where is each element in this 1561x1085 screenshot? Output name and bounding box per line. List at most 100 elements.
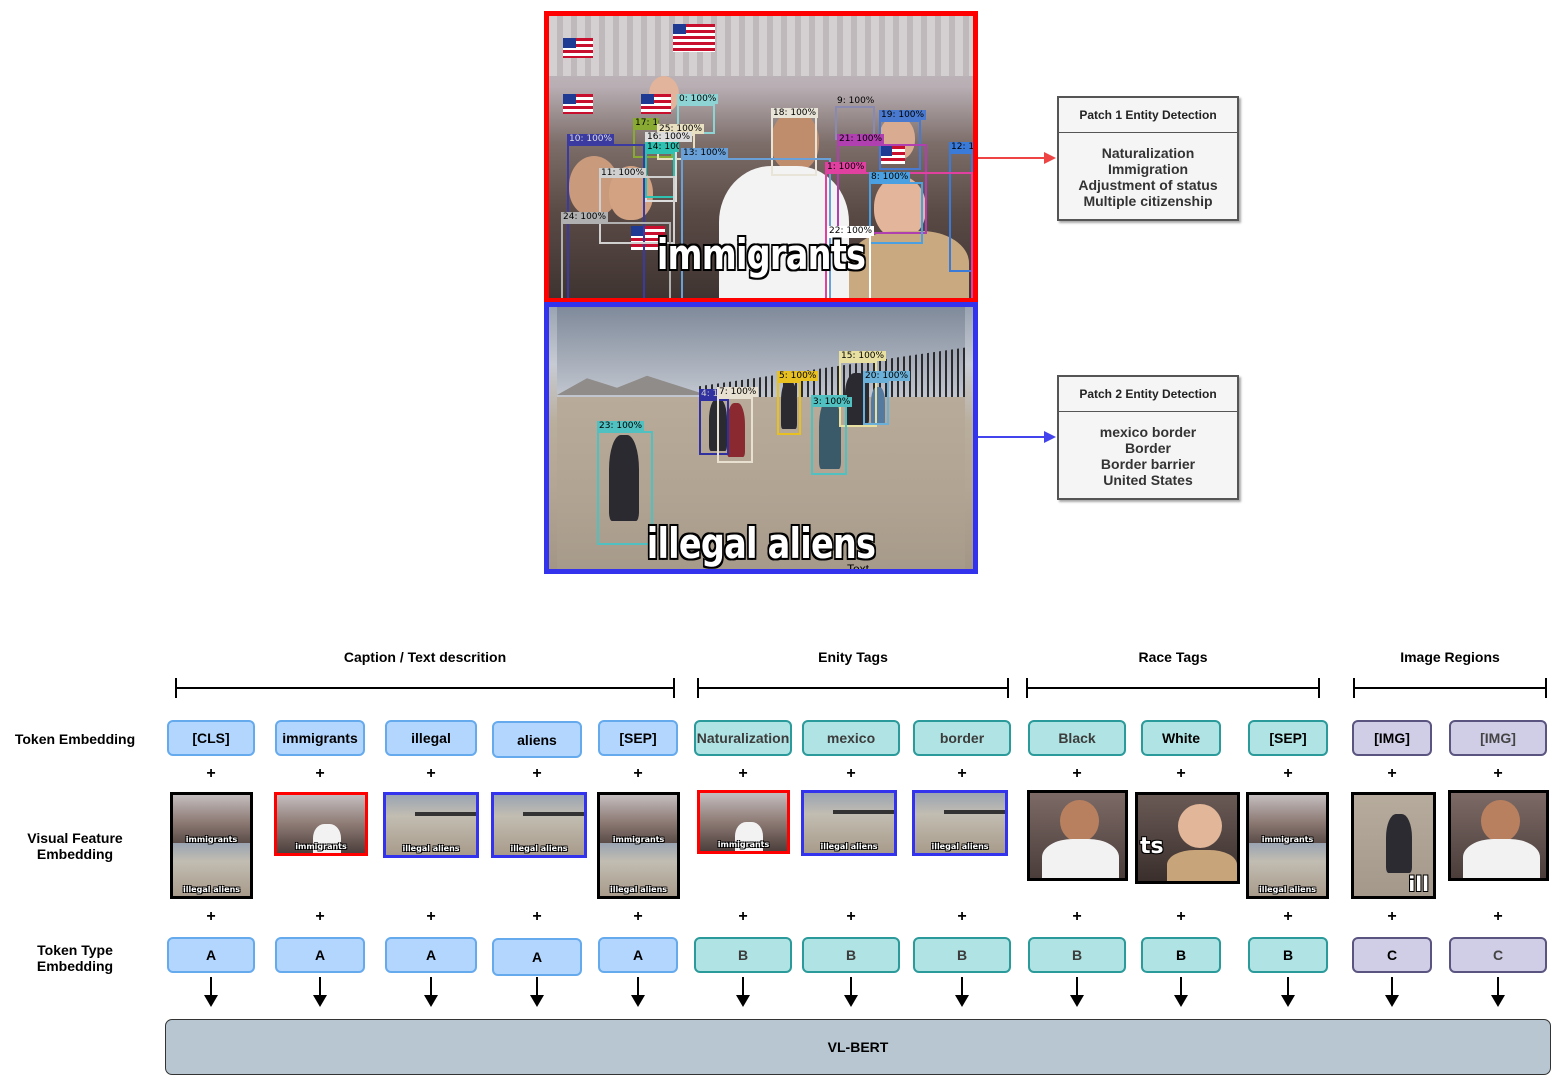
token-type-b: B xyxy=(694,937,792,973)
thumb-caption: immigrants xyxy=(295,842,347,851)
thumb-desert xyxy=(804,793,894,853)
thumb-shirt xyxy=(312,823,341,853)
us-flag-icon xyxy=(563,94,593,114)
token-type-b: B xyxy=(913,937,1011,973)
us-flag-icon xyxy=(631,226,665,250)
down-arrow-icon xyxy=(313,977,327,1007)
plus-sign: + xyxy=(957,765,967,782)
thumb-desert xyxy=(494,795,584,855)
visual-feature-thumbnail: immigrants xyxy=(697,790,790,854)
down-arrow-icon xyxy=(631,977,645,1007)
down-arrow-icon xyxy=(844,977,858,1007)
token-border: border xyxy=(913,720,1011,756)
crowd-face xyxy=(874,176,926,238)
detection-box xyxy=(869,182,923,244)
thumb-caption: ts xyxy=(1140,833,1164,859)
meme-patch-1: 0: 100% 9: 100% 18: 100% 19: 100% 17: 10… xyxy=(544,11,978,303)
detection-label: 1: 100% xyxy=(825,162,867,172)
token-type-a: A xyxy=(167,937,255,973)
detection-box xyxy=(597,431,653,545)
detection-box xyxy=(837,144,927,234)
token-illegal: illegal xyxy=(385,720,477,756)
token-type-a: A xyxy=(492,938,582,976)
thumb-desert xyxy=(386,795,476,855)
entity-item: Border barrier xyxy=(1100,456,1196,472)
thumb-fence xyxy=(832,809,894,814)
visual-feature-thumbnail: illegal aliens xyxy=(801,790,897,856)
token-type-a: A xyxy=(385,937,477,973)
token-sep: [SEP] xyxy=(598,720,678,756)
patch-arrows xyxy=(978,152,1056,443)
entity-item: Naturalization xyxy=(1101,145,1195,161)
meme-caption-immigrants: immigrants xyxy=(656,230,866,279)
plus-sign: + xyxy=(1176,908,1186,925)
token-type-c: C xyxy=(1352,937,1432,973)
us-flag-icon xyxy=(879,146,905,164)
migrant-figure xyxy=(819,399,841,469)
plus-sign: + xyxy=(206,765,216,782)
thumb-caption: illegal aliens xyxy=(402,844,460,853)
visual-feature-thumbnail: illegal aliens xyxy=(383,792,479,858)
plus-sign: + xyxy=(315,765,325,782)
entity-item: Adjustment of status xyxy=(1078,177,1218,193)
token-type-c: C xyxy=(1449,937,1547,973)
arrow-head-patch-1 xyxy=(1044,152,1056,164)
token-naturalization: Naturalization xyxy=(694,720,792,756)
detection-label: 16: 100% xyxy=(645,132,693,142)
entity-item: Multiple citizenship xyxy=(1083,193,1213,209)
down-arrow-icon xyxy=(1281,977,1295,1007)
thumb-face xyxy=(1481,800,1520,843)
detection-box xyxy=(699,399,729,455)
thumb-face xyxy=(1060,800,1099,843)
detection-label: 11: 100% xyxy=(599,168,647,178)
thumb-caption: immigrants xyxy=(185,834,238,844)
entity-item: mexico border xyxy=(1099,424,1197,440)
down-arrow-icon xyxy=(736,977,750,1007)
meme-patch-2: 15: 100% 20: 100% 5: 100% 4: 100% 7: 100… xyxy=(544,302,978,574)
section-bracket xyxy=(697,678,1009,698)
thumb-patch-1 xyxy=(173,795,250,849)
section-title-image-regions: Image Regions xyxy=(1400,649,1500,665)
crowd-face xyxy=(771,111,819,171)
thumb-caption: immigrants xyxy=(612,834,665,844)
down-arrow-icon xyxy=(1174,977,1188,1007)
plus-sign: + xyxy=(633,765,643,782)
thumb-patch-2 xyxy=(1249,842,1326,896)
plus-sign: + xyxy=(532,908,542,925)
thumb-caption: ill xyxy=(1408,872,1429,896)
token-mexico: mexico xyxy=(802,720,900,756)
down-arrow-icon xyxy=(530,977,544,1007)
detection-label: 5: 100% xyxy=(777,371,819,381)
section-title-race-tags: Race Tags xyxy=(1138,649,1208,665)
entity-list: mexico border Border Border barrier Unit… xyxy=(1059,412,1237,488)
plus-sign: + xyxy=(738,765,748,782)
detection-box xyxy=(827,236,871,298)
token-type-a: A xyxy=(275,937,365,973)
entity-item: Immigration xyxy=(1107,161,1189,177)
thumb-caption: illegal aliens xyxy=(931,842,989,851)
detection-label: 9: 100% xyxy=(837,96,875,106)
plus-sign: + xyxy=(1072,908,1082,925)
plus-sign: + xyxy=(1493,908,1503,925)
thumb-migrant xyxy=(1386,814,1412,874)
plus-sign: + xyxy=(532,765,542,782)
plus-sign: + xyxy=(1283,908,1293,925)
detection-label: 12: 100% xyxy=(949,142,975,152)
us-flag-icon xyxy=(641,94,671,114)
detection-box xyxy=(863,381,889,425)
down-arrow-icon xyxy=(204,977,218,1007)
section-title-caption: Caption / Text descrition xyxy=(343,649,507,665)
thumb-patch-2 xyxy=(600,842,677,896)
row-label-token-embedding: Token Embedding xyxy=(14,731,136,747)
detection-label: 23: 100% xyxy=(597,421,645,431)
detection-label: 19: 100% xyxy=(879,110,927,120)
meme-caption-illegal-aliens: illegal aliens xyxy=(646,519,876,568)
entity-box-title: Patch 1 Entity Detection xyxy=(1059,98,1237,133)
section-title-entity-tags: Enity Tags xyxy=(818,649,888,665)
plus-sign: + xyxy=(426,908,436,925)
plus-sign: + xyxy=(1072,765,1082,782)
detection-label: 10: 100% xyxy=(567,134,615,144)
detection-box xyxy=(811,395,847,475)
detection-label: 14: 100% xyxy=(645,142,679,152)
